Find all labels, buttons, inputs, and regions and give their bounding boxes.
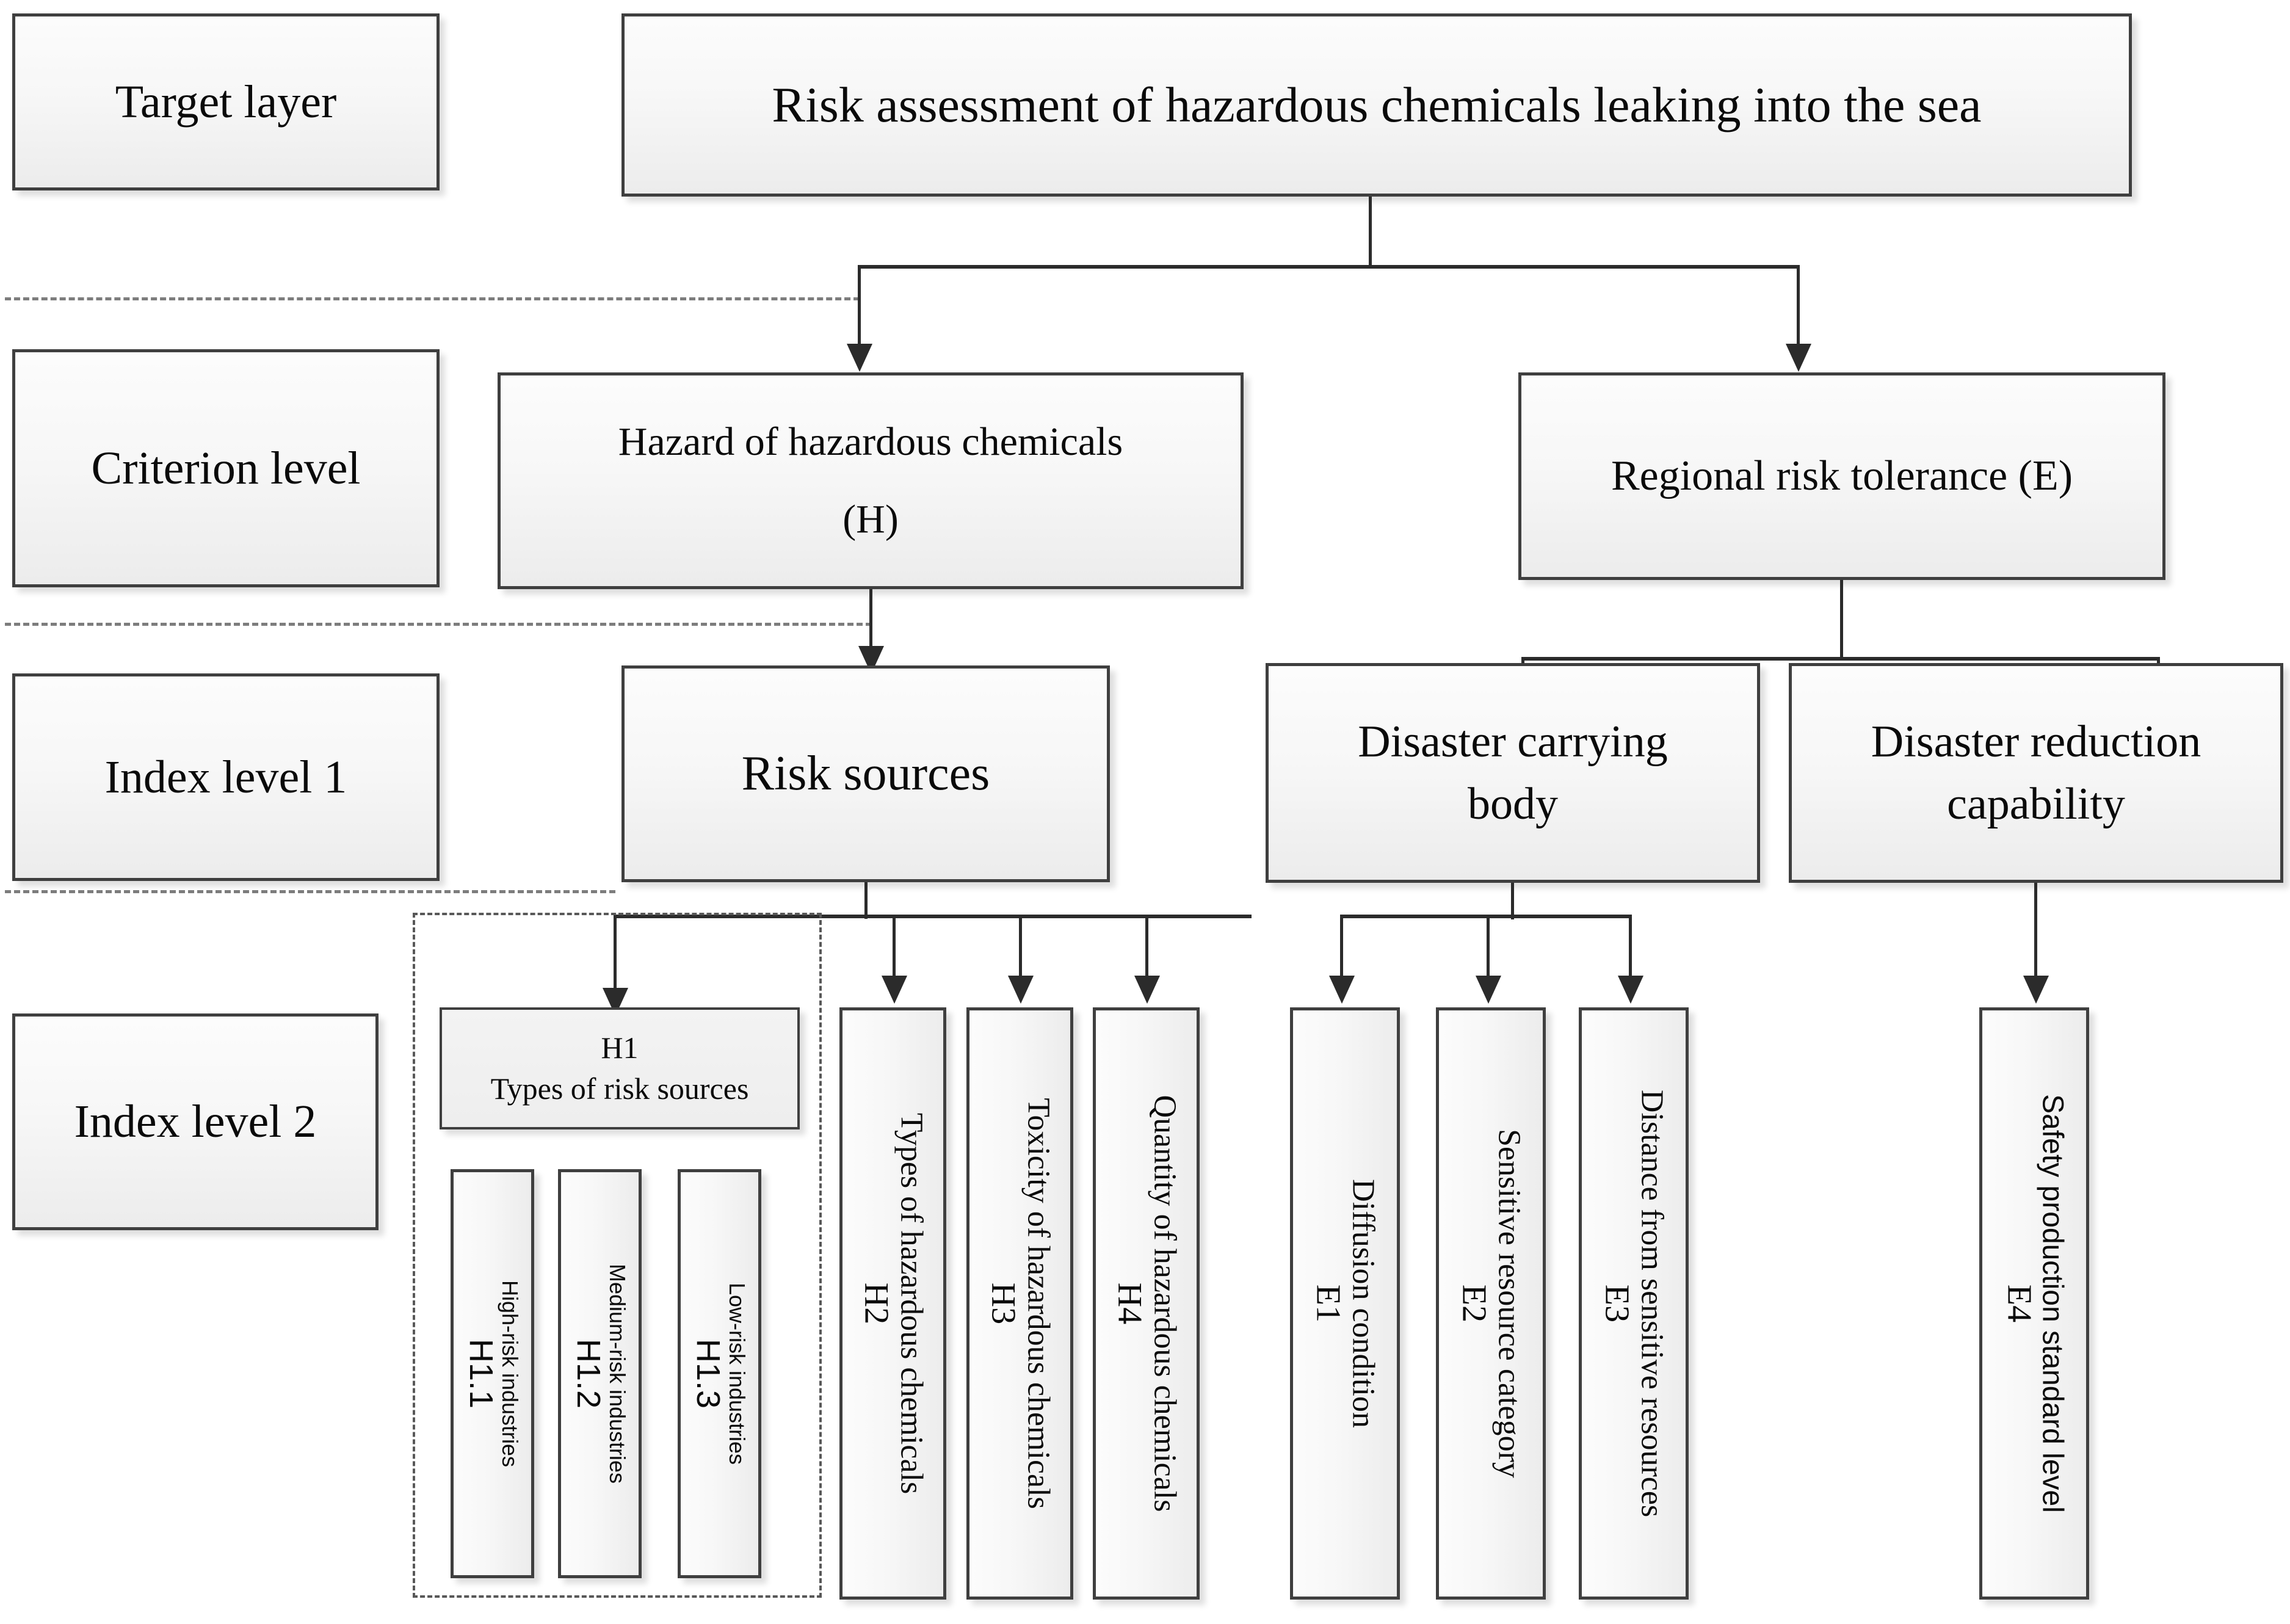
index2-h1-3-content: H1.3 Low-risk industries xyxy=(689,1172,750,1575)
level-separator-2 xyxy=(5,623,872,626)
index2-h1-2-content: H1.2 Medium-risk industries xyxy=(570,1172,630,1575)
connector-goal-stem xyxy=(1369,197,1372,267)
index2-h2-content: H2 Types of hazardous chemicals xyxy=(857,1010,929,1597)
level-label-index-level-1: Index level 1 xyxy=(12,673,440,881)
target-goal-text: Risk assessment of hazardous chemicals l… xyxy=(772,76,1982,132)
criterion-tolerance-text: Regional risk tolerance (E) xyxy=(1611,452,2073,500)
index2-e3-code: E3 xyxy=(1598,1284,1637,1323)
h1-group-frame xyxy=(413,913,822,1598)
index1-carrying-line1: Disaster carrying xyxy=(1358,716,1668,767)
index1-risk-sources-text: Risk sources xyxy=(741,746,990,800)
index2-e4-box: E4 Safety production standard level xyxy=(1979,1007,2089,1600)
index2-h3-desc: Toxicity of hazardous chemicals xyxy=(1021,1098,1056,1509)
connector-risk-sources-to-h3 xyxy=(1019,915,1022,979)
level-label-text: Index level 1 xyxy=(104,751,347,803)
connector-reduction-to-e4 xyxy=(2034,883,2037,979)
index2-h2-desc: Types of hazardous chemicals xyxy=(894,1112,929,1495)
index2-e3-box: E3 Distance from sensitive resources xyxy=(1579,1007,1689,1600)
level-label-text: Index level 2 xyxy=(74,1096,317,1148)
index1-disaster-carrying-body-box: Disaster carrying body xyxy=(1266,663,1760,883)
arrow-reduction-to-e4 xyxy=(2023,976,2049,1004)
arrow-carrying-to-e1 xyxy=(1329,976,1355,1004)
arrow-risk-sources-to-h3 xyxy=(1008,976,1034,1004)
index2-h1-2-code: H1.2 xyxy=(570,1338,607,1409)
index2-h1-3-box: H1.3 Low-risk industries xyxy=(678,1169,761,1578)
level-separator-3 xyxy=(5,890,615,893)
index1-reduction-line2: capability xyxy=(1947,779,2125,829)
index2-e1-desc: Diffusion condition xyxy=(1346,1179,1381,1428)
level-label-index-level-2: Index level 2 xyxy=(12,1013,379,1230)
criterion-tolerance-box: Regional risk tolerance (E) xyxy=(1518,372,2165,580)
connector-risk-sources-stem xyxy=(864,882,868,919)
level-label-text: Target layer xyxy=(115,76,337,128)
connector-risk-sources-to-h2 xyxy=(893,915,896,979)
connector-carrying-stem xyxy=(1511,883,1514,919)
level-label-target-layer: Target layer xyxy=(12,13,440,190)
connector-hazard-stem xyxy=(869,589,872,650)
index1-reduction-line1: Disaster reduction xyxy=(1871,716,2201,767)
index2-e4-desc: Safety production standard level xyxy=(2036,1094,2069,1513)
index2-e2-content: E2 Sensitive resource category xyxy=(1455,1010,1527,1597)
connector-risk-sources-bar xyxy=(614,915,1252,918)
index2-e2-box: E2 Sensitive resource category xyxy=(1436,1007,1546,1600)
index2-h1-desc: Types of risk sources xyxy=(490,1071,749,1106)
arrow-goal-to-tolerance xyxy=(1786,344,1811,372)
connector-goal-bar xyxy=(858,265,1799,269)
connector-carrying-to-e3 xyxy=(1629,915,1632,979)
arrow-carrying-to-e2 xyxy=(1476,976,1501,1004)
arrow-risk-sources-to-h2 xyxy=(882,976,907,1004)
index2-h4-content: H4 Quantity of hazardous chemicals xyxy=(1111,1010,1183,1597)
index2-h1-3-desc: Low-risk industries xyxy=(724,1282,750,1465)
connector-carrying-to-e2 xyxy=(1487,915,1490,979)
index2-h1-1-desc: High-risk industries xyxy=(497,1280,523,1468)
index2-h4-code: H4 xyxy=(1111,1282,1149,1325)
index2-h3-content: H3 Toxicity of hazardous chemicals xyxy=(984,1010,1056,1597)
index2-e1-content: E1 Diffusion condition xyxy=(1310,1010,1381,1597)
index2-h1-1-box: H1.1 High-risk industries xyxy=(451,1169,534,1578)
index2-e2-desc: Sensitive resource category xyxy=(1491,1129,1527,1478)
criterion-hazard-line2: (H) xyxy=(842,496,899,542)
index2-h1-2-box: H1.2 Medium-risk industries xyxy=(558,1169,642,1578)
index2-h2-code: H2 xyxy=(857,1282,896,1325)
index2-e1-box: E1 Diffusion condition xyxy=(1290,1007,1400,1600)
arrow-goal-to-hazard xyxy=(847,344,872,372)
index2-e4-content: E4 Safety production standard level xyxy=(2000,1010,2069,1597)
index2-h1-code: H1 xyxy=(601,1031,639,1065)
level-label-text: Criterion level xyxy=(91,442,361,494)
connector-tolerance-bar xyxy=(1521,657,2160,661)
index2-h3-box: H3 Toxicity of hazardous chemicals xyxy=(966,1007,1073,1600)
level-label-criterion-level: Criterion level xyxy=(12,349,440,587)
index2-e1-code: E1 xyxy=(1310,1284,1348,1323)
level-separator-1 xyxy=(5,297,860,300)
target-goal-box: Risk assessment of hazardous chemicals l… xyxy=(621,13,2132,197)
index2-h1-box: H1 Types of risk sources xyxy=(440,1007,800,1129)
criterion-hazard-box: Hazard of hazardous chemicals (H) xyxy=(498,372,1244,589)
connector-carrying-to-e1 xyxy=(1340,915,1343,979)
index2-h1-1-content: H1.1 High-risk industries xyxy=(462,1172,523,1575)
index2-h3-code: H3 xyxy=(984,1282,1023,1325)
index1-disaster-reduction-capability-box: Disaster reduction capability xyxy=(1789,663,2283,883)
index2-e3-content: E3 Distance from sensitive resources xyxy=(1598,1010,1670,1597)
connector-risk-sources-to-h4 xyxy=(1145,915,1148,979)
index2-e3-desc: Distance from sensitive resources xyxy=(1634,1089,1670,1518)
arrow-carrying-to-e3 xyxy=(1618,976,1643,1004)
index2-h4-desc: Quantity of hazardous chemicals xyxy=(1147,1095,1183,1512)
index2-h4-box: H4 Quantity of hazardous chemicals xyxy=(1093,1007,1200,1600)
connector-carrying-bar xyxy=(1340,915,1632,918)
index1-risk-sources-box: Risk sources xyxy=(621,665,1110,882)
connector-tolerance-stem xyxy=(1840,580,1843,659)
index2-e2-code: E2 xyxy=(1455,1284,1494,1323)
index2-h1-3-code: H1.3 xyxy=(689,1338,726,1409)
index2-h1-2-desc: Medium-risk industries xyxy=(604,1263,630,1484)
connector-goal-to-hazard xyxy=(858,265,861,347)
index1-carrying-line2: body xyxy=(1468,779,1558,829)
index2-h1-1-code: H1.1 xyxy=(462,1338,499,1409)
index2-h2-box: H2 Types of hazardous chemicals xyxy=(839,1007,946,1600)
index2-e4-code: E4 xyxy=(2000,1284,2038,1323)
arrow-risk-sources-to-h4 xyxy=(1134,976,1160,1004)
connector-goal-to-tolerance xyxy=(1797,265,1800,347)
criterion-hazard-line1: Hazard of hazardous chemicals xyxy=(618,419,1123,464)
connector-risk-sources-to-h1 xyxy=(614,915,617,991)
